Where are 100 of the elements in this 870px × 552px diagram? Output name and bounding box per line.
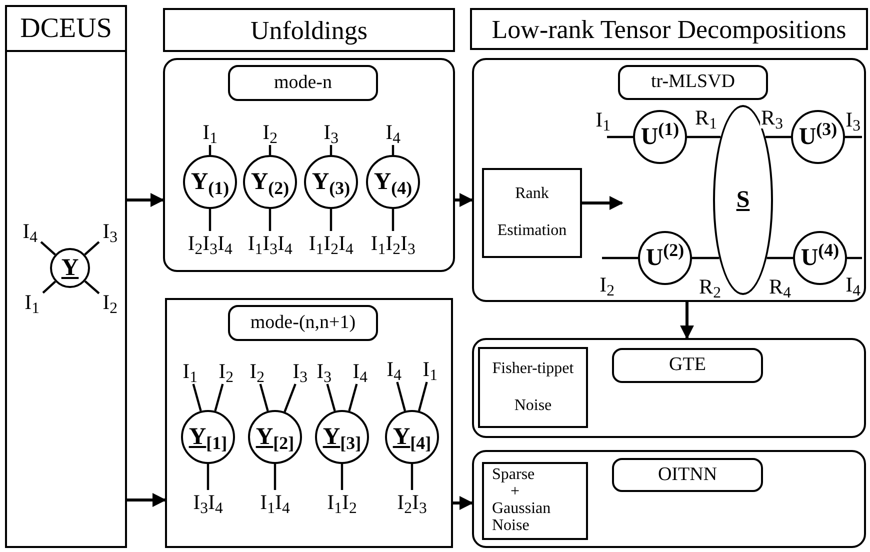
arrow [680,302,694,340]
index-text: I$_{3}$ [292,358,308,388]
index-text: I$_{2}$ [262,119,278,149]
tensor-symbol: Y$_{(2)}$ [250,168,290,200]
tensor-leg-line [330,145,332,155]
tensor-leg-line [42,280,56,294]
rounded-panel [472,450,866,548]
tensor-leg-line [410,464,414,490]
tensor-symbol: U$^{(1)}$ [640,119,680,152]
tensor-symbol: Y$_{[1]}$ [188,423,228,454]
label-text: + [510,484,521,501]
label-text: mode-n [274,70,332,95]
edge-label: I$_{3}$ [844,110,862,130]
arrow [127,493,166,507]
tensor-leg-line [208,209,212,231]
text-box [478,347,588,428]
tensor-leg-line [84,241,100,256]
panel-frame [165,298,453,548]
tensor-leg-line [326,384,336,412]
index-text: I$_{1}$ [24,289,40,319]
index-text: I$_{4}$ [352,358,368,388]
edge-label: I$_{4}$ [844,274,862,296]
index-text: I$_{3}$ [324,119,338,149]
tensor-leg-line [40,241,56,256]
edge-label: R$_{4}$ [768,276,792,298]
label-text: OITNN [658,462,718,487]
tensor-symbol: S [736,186,750,215]
method-label [612,348,763,383]
label-text: Gaussian Noise [492,501,552,535]
index-text: I$_{2}$I$_{3}$ [397,489,427,519]
tensor-leg-line [84,280,100,294]
tensor-leg-line [765,136,791,138]
tensor-leg-line [845,136,862,138]
index-text: I$_{1}$I$_{2}$ [327,489,357,519]
tensor-leg-line [396,382,406,412]
tensor-leg-line [692,256,720,260]
label-text: Unfoldings [250,14,368,47]
label-text: mode-(n,n+1) [250,310,356,335]
tensor-symbol: U$^{(2)}$ [646,240,684,273]
arrow [127,193,164,207]
tensor-leg-line [392,145,394,155]
tensor-leg-line [602,256,638,260]
tensor-leg-line [340,464,344,490]
section-header [163,8,455,52]
tensor-leg-line [607,136,633,138]
index-text: I$_{1}$I$_{2}$I$_{3}$ [370,230,416,260]
tensor-leg-line [766,256,793,260]
tensor-symbol: Y$_{(3)}$ [312,168,350,200]
column-panel [5,5,127,548]
rounded-panel [163,58,455,272]
index-text: I$_{1}$I$_{4}$ [260,489,290,519]
method-label [618,65,768,100]
label-text: GTE [669,353,706,378]
arrow [455,193,474,207]
edge-label: R$_{2}$ [698,276,722,298]
label-text: Rank Estimation [496,184,568,241]
tensor-leg-line [274,464,276,490]
tensor-leg-line [214,384,224,412]
tensor-symbol: Y$_{(1)}$ [190,168,230,200]
tensor-leg-line [392,209,394,231]
index-text: I$_{1}$I$_{3}$I$_{4}$ [248,230,292,260]
tensor-symbol: U$^{(4)}$ [800,240,840,273]
edge-label: R$_{1}$ [694,108,718,128]
tensor-leg-line [284,384,296,412]
edge-label: I$_{1}$ [594,110,612,130]
tensor-leg-line [330,209,332,231]
label-text: Fisher-tippet Noise [491,358,575,416]
method-label [228,305,378,341]
tensor-leg-line [268,145,272,155]
tensor-leg-line [268,209,272,231]
tensor-leg-line [418,382,428,412]
text-box [482,168,582,258]
tensor-leg-line [847,256,862,260]
panel-heading: DCEUS [7,7,125,52]
label-text: Low-rank Tensor Decompositions [492,14,846,46]
index-text: I$_{1}$ [202,119,218,149]
index-text: I$_{3}$I$_{4}$ [193,489,223,519]
method-label [612,458,763,492]
index-text: I$_{1}$ [422,356,438,386]
edge-label: R$_{3}$ [760,108,784,128]
tensor-symbol: Y$_{(4)}$ [374,168,412,200]
index-text: I$_{4}$ [386,356,402,386]
tensor-symbol: U$^{(3)}$ [798,119,838,152]
tensor-leg-line [208,145,212,155]
arrow [582,196,624,210]
tensor-leg-line [348,384,358,412]
index-text: I$_{3}$ [102,218,118,248]
section-header [470,8,868,50]
tensor-symbol: Y$_{[3]}$ [322,423,362,454]
tensor-leg-line [206,464,210,490]
index-text: I$_{3}$ [316,358,332,388]
index-text: I$_{1}$ [182,358,198,388]
index-text: I$_{2}$I$_{3}$I$_{4}$ [188,230,232,260]
tensor-leg-line [259,384,269,412]
tensor-leg-line [192,384,202,412]
index-text: I$_{4}$ [386,119,400,149]
index-text: I$_{1}$I$_{2}$I$_{4}$ [308,230,354,260]
label-text: tr-MLSVD [650,70,736,94]
tensor-symbol: Y$_{[4]}$ [392,423,432,454]
tensor-leg-line [687,136,721,138]
